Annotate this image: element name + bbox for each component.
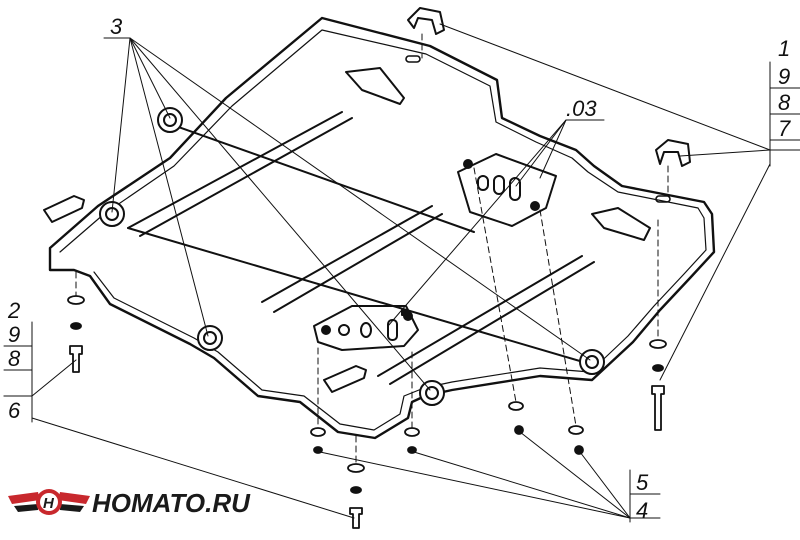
- mounting-bosses: [99, 107, 605, 406]
- callout-left-2: 2: [7, 298, 20, 323]
- fastener-stack-bottom-3: [347, 463, 365, 529]
- bracket-bottom: [323, 365, 367, 393]
- callout-left-8: 8: [8, 346, 21, 371]
- assembly-axes: [75, 33, 669, 465]
- hole-right: [655, 195, 671, 203]
- access-plate-upper: [457, 153, 557, 227]
- brand-logo-letter: H: [43, 495, 55, 512]
- callout-bottom-4: 4: [636, 498, 648, 523]
- brand-name: HOMATO.RU: [92, 488, 251, 518]
- callout-03: .03: [566, 96, 597, 121]
- callout-table-left: [3, 321, 33, 423]
- bracket-left: [43, 195, 85, 223]
- vent-slot-left: [345, 67, 405, 105]
- skid-plate-inner-edge: [59, 29, 707, 431]
- leader-lines: [3, 23, 800, 519]
- vent-slot-right: [591, 207, 651, 241]
- fastener-stack-bottom-2: [404, 427, 420, 454]
- stiffening-ribs: [127, 111, 595, 385]
- callout-left-6: 6: [8, 398, 21, 423]
- callout-right-1: 1: [778, 36, 790, 61]
- hole-top: [405, 55, 421, 63]
- brand-logo: H HOMATO.RU: [8, 488, 251, 518]
- fastener-stack-bottom-4: [508, 401, 524, 435]
- bracket-top: [407, 7, 445, 35]
- callout-table-right: [769, 61, 800, 167]
- callout-left-9: 9: [8, 322, 20, 347]
- fastener-stack-bottom-5: [568, 425, 584, 455]
- callout-table-bottom: [629, 469, 661, 523]
- brand-wings-icon: [8, 489, 90, 515]
- fastener-stack-left: [67, 295, 85, 373]
- bracket-right: [655, 139, 691, 167]
- callout-right-9: 9: [778, 64, 790, 89]
- fastener-stack-bottom-1: [310, 427, 326, 454]
- callout-3: 3: [110, 14, 123, 39]
- access-plate-lower: [313, 305, 419, 351]
- callout-right-7: 7: [778, 116, 791, 141]
- callout-bottom-5: 5: [636, 470, 649, 495]
- callout-right-8: 8: [778, 90, 791, 115]
- fastener-stack-right: [649, 339, 667, 431]
- skid-plate-outline: [48, 16, 716, 440]
